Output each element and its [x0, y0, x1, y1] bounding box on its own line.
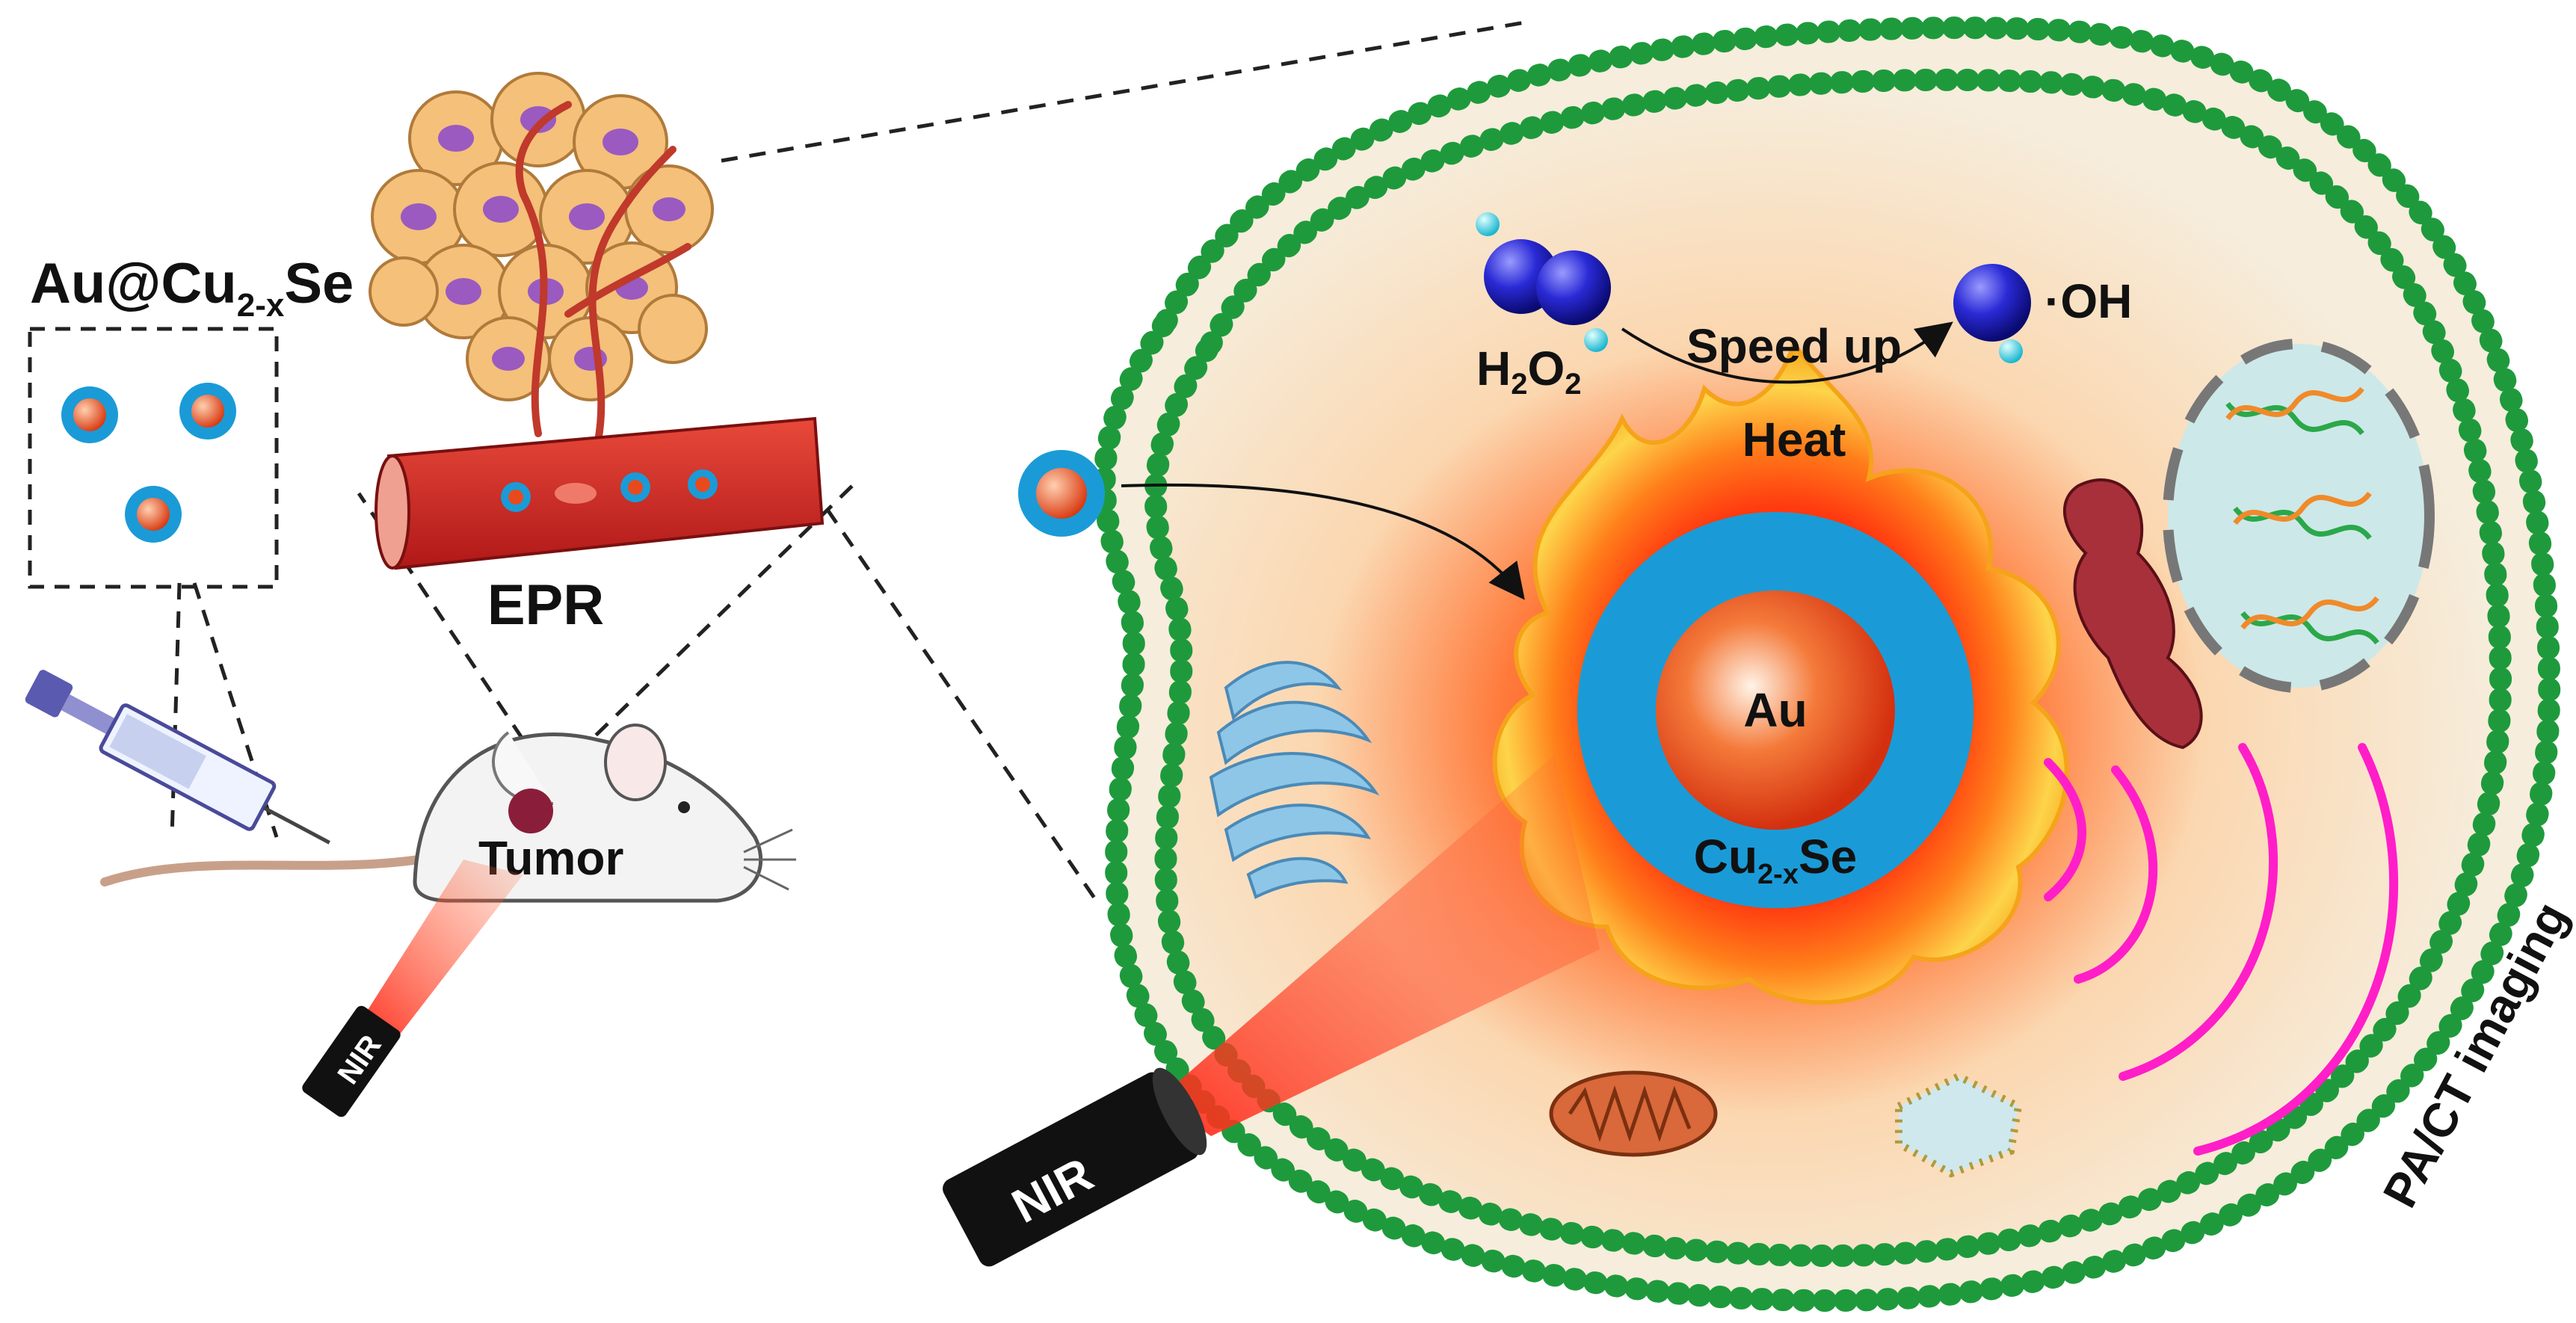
- uptake-arrow: [1121, 483, 1525, 600]
- syringe-icon: [25, 670, 330, 845]
- nir-laser-large-icon: [943, 755, 1600, 1267]
- au-core: [1656, 590, 1895, 830]
- epr-label: EPR: [487, 573, 604, 637]
- heat-label: Heat: [1743, 413, 1846, 466]
- hydroxyl-label: ·OH: [2045, 274, 2132, 328]
- shell-label: Cu2-xSe: [1694, 830, 1858, 890]
- nir-laser-icon: [302, 860, 523, 1117]
- nanoparticle-title: Au@Cu2-xSe: [30, 252, 354, 324]
- vesicle-icon: [1895, 1072, 2023, 1178]
- er-icon: [2063, 478, 2203, 750]
- au-label: Au: [1743, 683, 1807, 737]
- hydroxyl-radical-icon: [1953, 264, 2031, 363]
- nucleus-dna-icon: [2163, 339, 2435, 693]
- nanoparticle-icon: [61, 383, 236, 543]
- nanoparticle-panel: Au@Cu2-xSe: [28, 252, 354, 589]
- nanoparticle-entering-icon: [1018, 450, 1105, 537]
- golgi-icon: [1209, 661, 1380, 899]
- h2o2-label: H2O2: [1476, 342, 1582, 401]
- mitochondrion-icon: [1549, 1070, 1718, 1157]
- speed-up-label: Speed up: [1686, 319, 1902, 373]
- reaction-arrow: [1621, 321, 1953, 384]
- mouse-icon: [100, 724, 796, 903]
- heated-nanoparticle: [1492, 339, 2069, 1005]
- nanoparticle-box: [28, 327, 279, 589]
- pa-ct-wave-icon: [2044, 743, 2399, 1156]
- h2o2-molecule-icon: [1476, 212, 1611, 352]
- tumor-cluster-icon: [369, 72, 714, 445]
- blood-vessel-icon: [375, 416, 825, 570]
